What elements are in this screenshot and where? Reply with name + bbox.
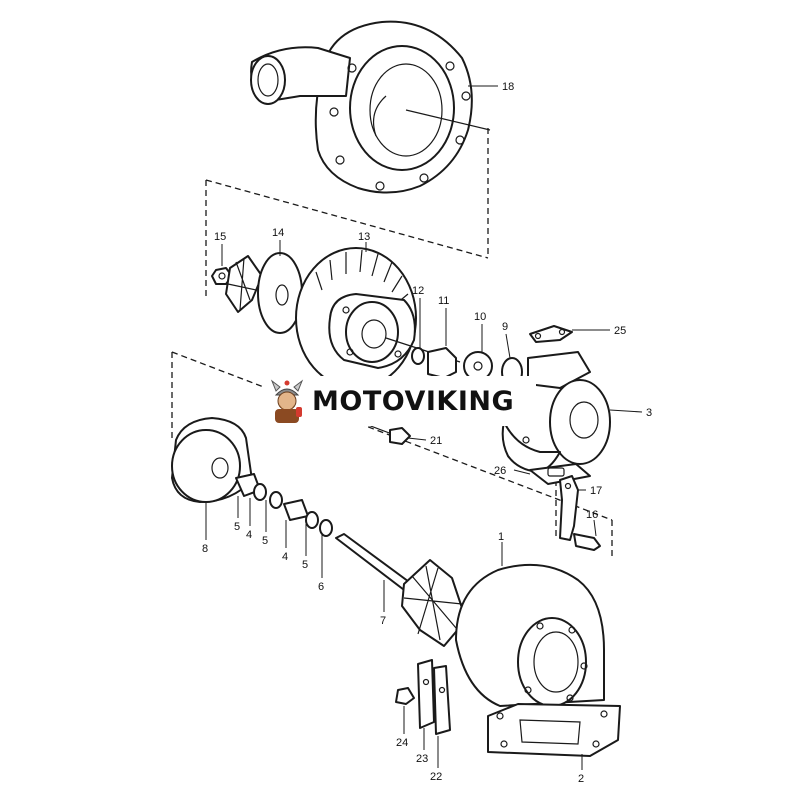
watermark-banner: MOTOVIKING [262, 376, 536, 426]
thrust-parts [411, 347, 523, 387]
label-5-c: 5 [302, 559, 308, 571]
turbine-housing-part-1 [455, 563, 605, 707]
ring-part-4a [253, 483, 267, 501]
label-5-a: 5 [234, 521, 240, 533]
label-10: 10 [474, 311, 486, 323]
label-12: 12 [412, 285, 424, 297]
label-5-b: 5 [262, 535, 268, 547]
label-15: 15 [214, 231, 226, 243]
label-14: 14 [272, 227, 284, 239]
part-number-labels: 18 15 14 13 12 11 10 9 25 3 21 26 17 16 … [202, 81, 652, 785]
label-11: 11 [438, 295, 449, 307]
label-18: 18 [502, 81, 514, 93]
bolt-part-24 [395, 687, 415, 705]
label-16: 16 [586, 509, 598, 521]
label-9: 9 [502, 321, 508, 333]
bearing-part-4b [283, 499, 309, 521]
compressor-cover-part-18 [250, 20, 491, 194]
gasket-part-25 [529, 325, 573, 343]
label-8: 8 [202, 543, 208, 555]
oil-drain-gasket-part-26 [529, 463, 591, 485]
watermark-text: MOTOVIKING [312, 385, 515, 417]
ring-part-5c [305, 511, 319, 529]
label-13: 13 [358, 231, 370, 243]
compressor-wheel-part-14 [225, 252, 303, 334]
leader-lines [205, 85, 643, 770]
turbine-shaft-wheel-part-7 [335, 533, 467, 647]
piston-ring-part-6 [319, 519, 333, 537]
label-1: 1 [498, 531, 504, 543]
clamp-plate-part-17 [559, 475, 579, 541]
label-6: 6 [318, 581, 324, 593]
bolt-part-16 [573, 533, 601, 551]
label-25: 25 [614, 325, 626, 337]
label-7: 7 [380, 615, 386, 627]
clamp-plates-parts-22-23 [417, 659, 451, 735]
label-3: 3 [646, 407, 652, 419]
label-4-b: 4 [282, 551, 288, 563]
label-4-a: 4 [246, 529, 252, 541]
label-22: 22 [430, 771, 442, 783]
back-plate-part-13 [295, 247, 461, 389]
thrust-collar-part-11 [427, 347, 457, 379]
label-2: 2 [578, 773, 584, 785]
viking-mascot-icon [270, 379, 304, 423]
clamp-plate-part-23 [417, 659, 435, 729]
label-21: 21 [430, 435, 442, 447]
label-23: 23 [416, 753, 428, 765]
nut-part-15 [211, 267, 233, 285]
clamp-and-bolt-parts [559, 475, 601, 551]
label-17: 17 [590, 485, 602, 497]
ring-part-12 [411, 347, 425, 365]
label-24: 24 [396, 737, 408, 749]
turbine-shroud-part-8 [171, 417, 253, 503]
clamp-plate-part-22 [433, 665, 451, 735]
label-26: 26 [494, 465, 506, 477]
ring-part-5b [269, 491, 283, 509]
outlet-flange-part-2 [487, 703, 621, 757]
bearing-set [235, 473, 333, 537]
